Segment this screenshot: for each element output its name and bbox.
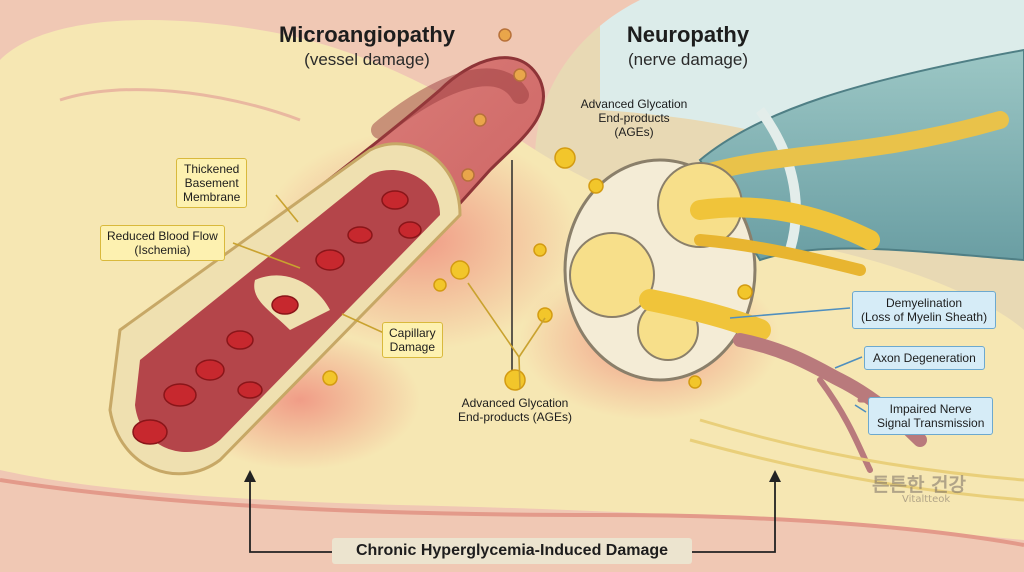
age-particle	[537, 307, 553, 323]
yellow-fiber	[691, 111, 1009, 184]
demyelinating-axon	[639, 289, 771, 341]
red-blood-cell	[315, 249, 345, 271]
pointer-axon-degeneration	[834, 356, 863, 369]
nerve-sheath-ring	[755, 107, 801, 252]
label-line: Advanced Glycation	[461, 396, 569, 410]
label-capillary-damage: Capillary Damage	[382, 322, 443, 358]
microangiopathy-title: Microangiopathy	[278, 22, 455, 47]
arrowhead-right	[769, 470, 781, 482]
label-ages-bottom: Advanced Glycation End-products (AGEs)	[440, 396, 590, 424]
age-particle	[533, 243, 547, 257]
label-line: Demyelination	[886, 296, 963, 310]
label-line: Advanced Glycation	[580, 97, 688, 111]
leader-lines	[232, 194, 546, 389]
label-line: Basement	[184, 176, 239, 190]
age-particle	[433, 278, 447, 292]
age-particle	[513, 68, 527, 82]
bracket-right	[690, 474, 776, 553]
age-particle	[322, 370, 338, 386]
microangiopathy-subtitle: (vessel damage)	[304, 50, 430, 69]
red-blood-cell	[398, 221, 422, 239]
bottom-bracket	[249, 474, 776, 553]
pointer-impaired-signal	[854, 404, 867, 413]
label-thickened-membrane: Thickened Basement Membrane	[176, 158, 248, 208]
label-line: End-products	[598, 111, 670, 125]
red-blood-cell	[347, 226, 373, 244]
age-particle	[450, 260, 470, 280]
pointer-capillary-damage	[341, 313, 385, 334]
watermark-text: 튼튼한 건강	[872, 474, 967, 496]
neuropathy-title: Neuropathy	[626, 22, 750, 47]
label-reduced-blood-flow: Reduced Blood Flow (Ischemia)	[100, 225, 225, 261]
label-demyelination: Demyelination (Loss of Myelin Sheath)	[852, 291, 997, 329]
tissue-line	[699, 418, 1024, 482]
skin-fold	[59, 88, 301, 122]
label-line: Thickened	[183, 162, 240, 176]
age-particle	[504, 369, 526, 391]
red-blood-cell	[381, 190, 409, 210]
label-line: Impaired Nerve	[889, 402, 972, 416]
skin-edge-line	[0, 478, 1024, 547]
label-line: Damage	[389, 340, 436, 354]
age-particle	[473, 113, 487, 127]
axon-branch	[817, 377, 873, 473]
bottom-banner: Chronic Hyperglycemia-Induced Damage	[332, 538, 692, 564]
label-line: Membrane	[183, 190, 241, 204]
label-axon-degeneration: Axon Degeneration	[864, 346, 985, 370]
pointer-thickened-membrane	[275, 194, 299, 223]
age-particle	[498, 28, 512, 42]
label-line: Reduced Blood Flow	[107, 229, 218, 243]
red-blood-cell	[271, 295, 299, 315]
watermark-sub: Vitaltteok	[902, 494, 951, 505]
label-impaired-signal: Impaired Nerve Signal Transmission	[868, 397, 994, 435]
red-blood-cell	[132, 419, 168, 445]
nerve-bundle	[563, 48, 1024, 473]
age-particle	[461, 168, 475, 182]
label-line: (Ischemia)	[134, 243, 191, 257]
myelinated-axon	[694, 234, 866, 276]
pointer-demyelination	[729, 307, 851, 319]
pointer-ages	[518, 356, 521, 389]
age-particle	[737, 284, 753, 300]
pointer-ages	[518, 317, 546, 358]
age-particle	[588, 178, 604, 194]
neuropathy-subtitle: (nerve damage)	[627, 50, 748, 69]
age-particle	[554, 147, 576, 169]
pointer-ages	[467, 282, 520, 358]
myelinated-axon	[690, 197, 880, 250]
bracket-left	[249, 474, 338, 553]
tissue-line	[689, 438, 1024, 502]
label-line: Capillary	[389, 326, 436, 340]
label-line: (Loss of Myelin Sheath)	[861, 310, 988, 324]
label-ages-top: Advanced Glycation End-products (AGEs)	[566, 97, 702, 139]
vessel-lumen-back	[371, 68, 529, 139]
red-blood-cell	[195, 359, 225, 381]
leader-lines-blue	[729, 307, 867, 413]
fascicle	[569, 232, 655, 318]
label-line: (AGEs)	[614, 125, 654, 139]
label-line: End-products (AGEs)	[457, 410, 573, 424]
red-blood-cell	[163, 383, 197, 407]
red-blood-cells	[132, 190, 422, 445]
red-blood-cell	[237, 381, 263, 399]
pointer-reduced-flow	[232, 242, 301, 269]
red-blood-cell	[226, 330, 254, 350]
age-particle	[688, 375, 702, 389]
label-line: Signal Transmission	[877, 416, 985, 430]
arrowhead-left	[244, 470, 256, 482]
vessel-cutaway	[108, 142, 462, 476]
age-particles	[322, 28, 753, 391]
